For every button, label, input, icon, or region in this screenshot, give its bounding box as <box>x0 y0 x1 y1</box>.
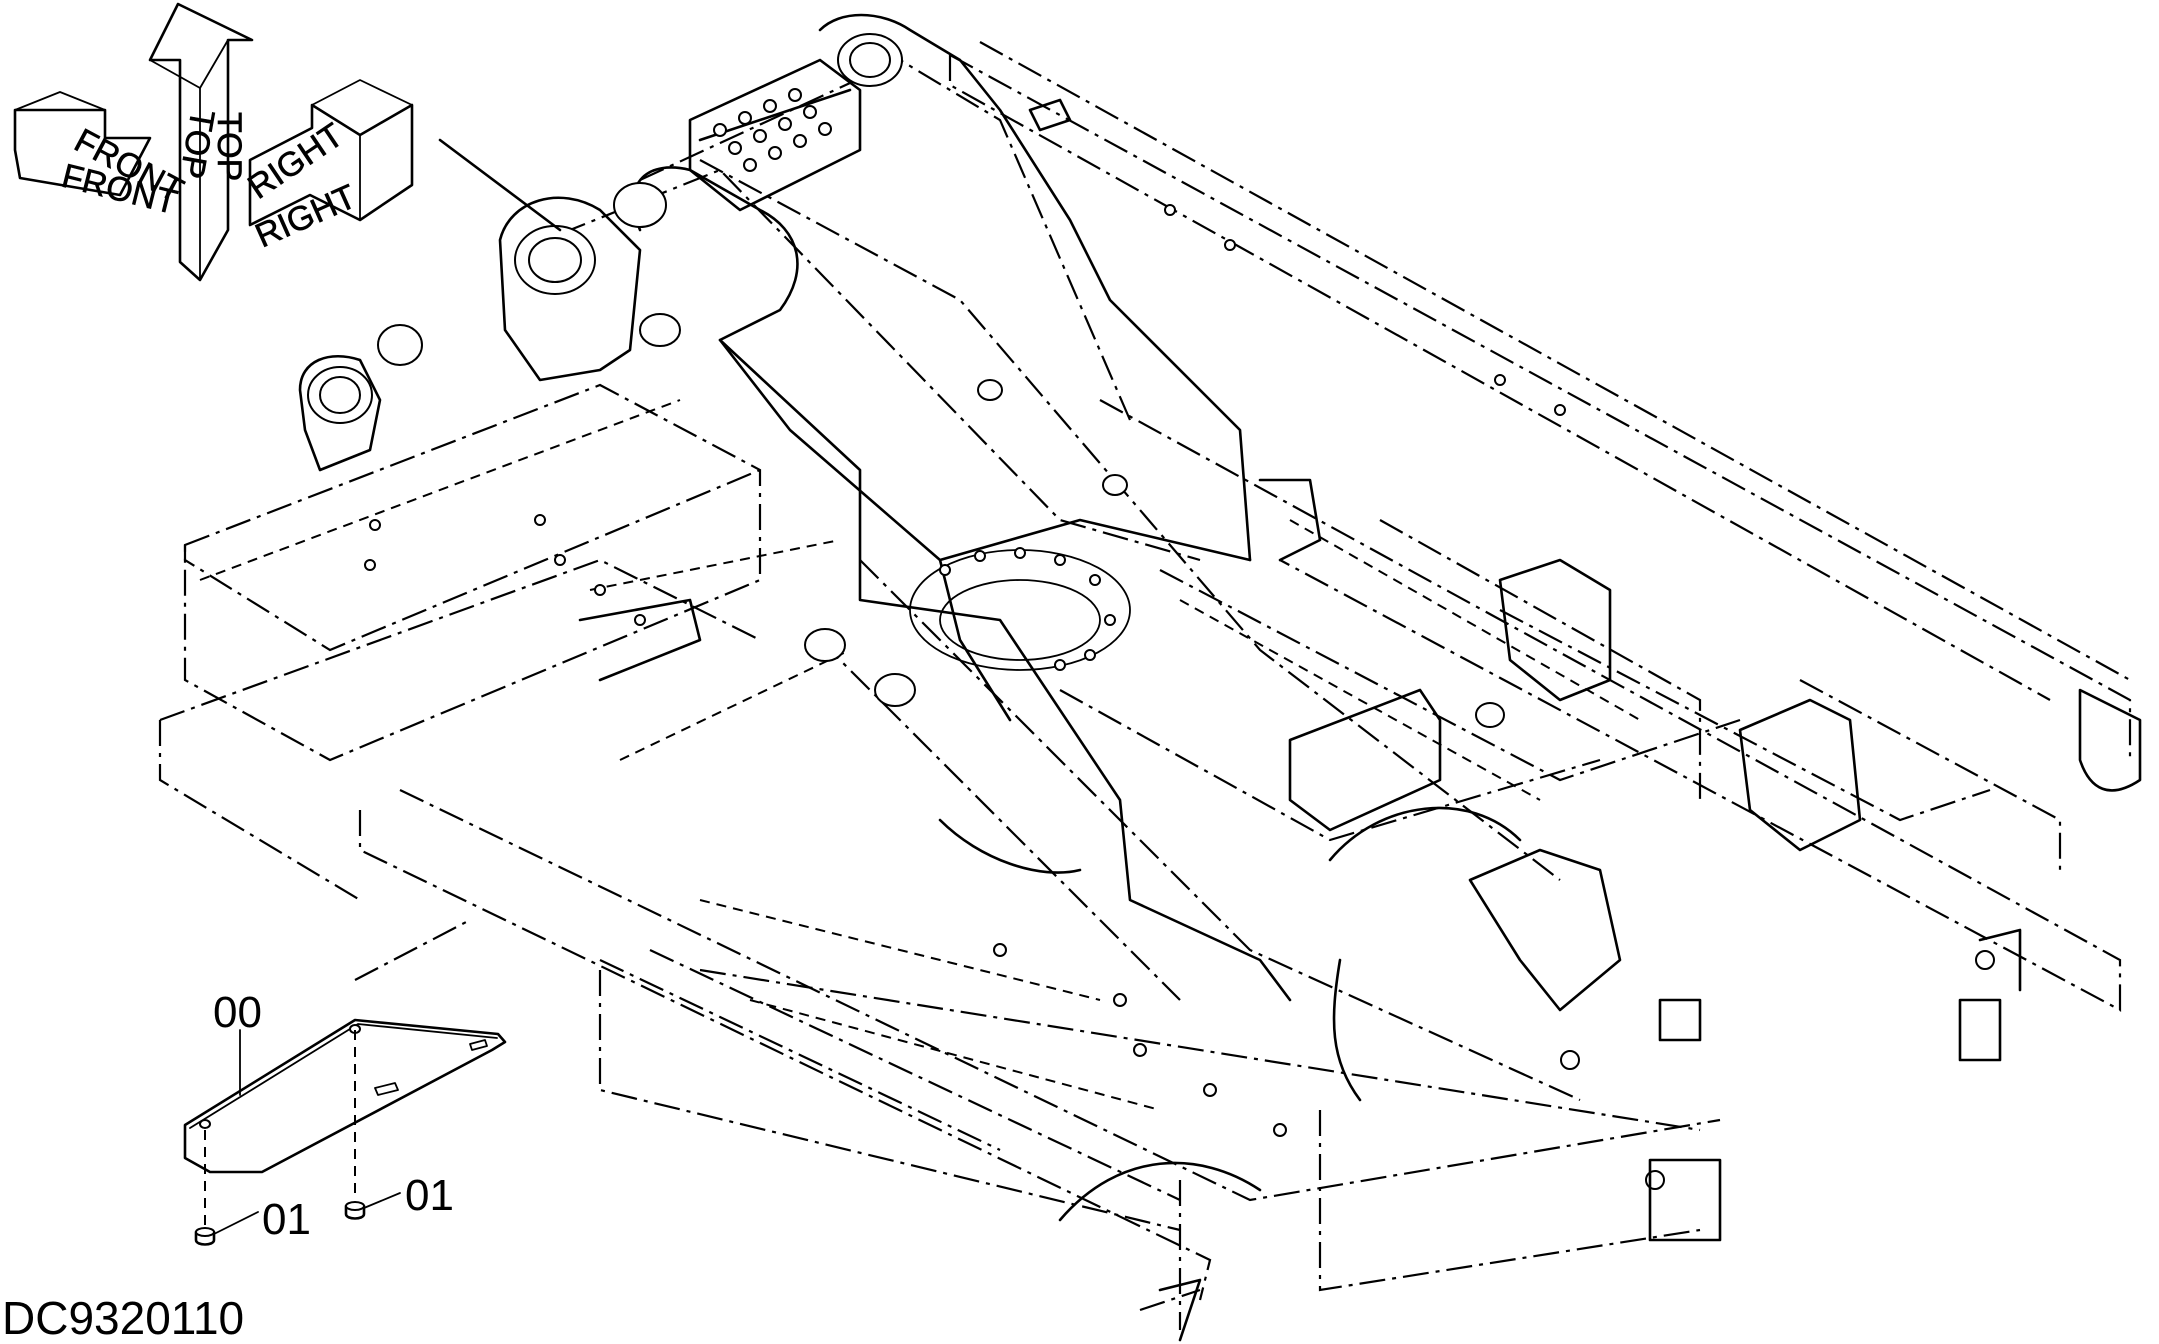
part-number-01-left: 01 <box>262 1195 311 1244</box>
frame-solid-members <box>578 98 2142 1342</box>
right-arrow-icon <box>248 103 414 227</box>
boom-bracket <box>298 13 1292 1002</box>
front-arrow-icon <box>13 108 152 197</box>
orientation-indicator: FRONT FRONT TOP TOP RIGHT RIGHT <box>13 2 414 282</box>
top-label: TOP <box>210 112 248 181</box>
bolt-part-01-left: 01 <box>194 1195 311 1246</box>
swing-bearing-mount <box>909 547 1131 671</box>
cover-plate-part-00: 00 <box>183 919 507 1225</box>
part-number-01-right: 01 <box>405 1171 454 1220</box>
step-plate-holes <box>713 88 832 172</box>
cover-plate <box>183 1018 507 1174</box>
drawing-code: DC9320110 <box>2 1292 244 1344</box>
bolt-part-01-right: 01 <box>344 1171 454 1220</box>
part-number-00: 00 <box>213 988 262 1037</box>
upper-frame-outline <box>158 41 2132 1330</box>
frame-holes <box>364 204 1995 1190</box>
